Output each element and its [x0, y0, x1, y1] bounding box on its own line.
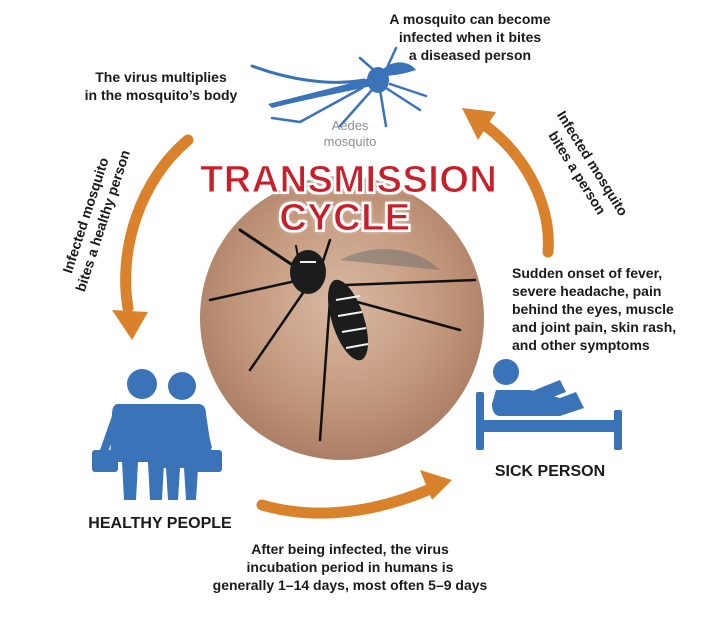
cycle-arrow-bottom — [256, 470, 452, 519]
cycle-arrow-right — [462, 108, 554, 258]
title-line1: TRANSMISSION — [200, 159, 498, 201]
healthy-people-icon — [92, 369, 222, 500]
sick-person-label: SICK PERSON — [494, 463, 606, 480]
step-virus-multiplies: The virus multiplies in the mosquito’s b… — [84, 69, 238, 103]
cycle-arrow-left — [112, 134, 194, 340]
step-incubation: After being infected, the virus incubati… — [212, 541, 488, 593]
title-line2: CYCLE — [279, 197, 411, 239]
step-mosquito-infected: A mosquito can become infected when it b… — [389, 11, 551, 63]
mosquito-icon — [250, 46, 428, 128]
mosquito-caption: Aedes mosquito — [323, 118, 377, 149]
sick-person-icon — [476, 359, 622, 450]
mosquito-photo — [200, 176, 484, 460]
healthy-people-label: HEALTHY PEOPLE — [88, 515, 232, 532]
step-symptoms: Sudden onset of fever, severe headache, … — [512, 265, 677, 353]
